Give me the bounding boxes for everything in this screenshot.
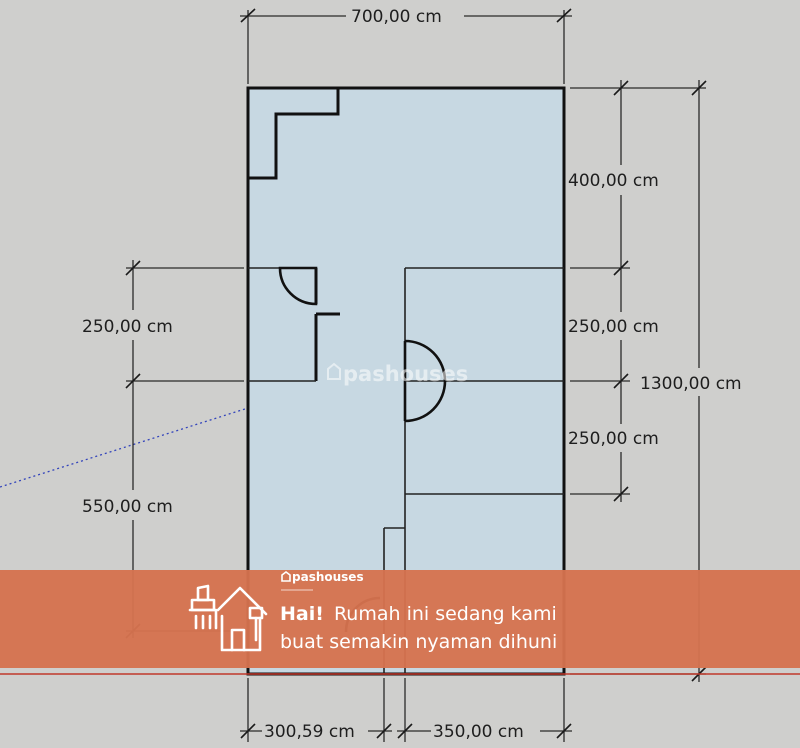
dim-left-upper: 250,00 cm bbox=[82, 317, 173, 337]
brand-house-icon bbox=[281, 571, 291, 582]
right-door bbox=[404, 339, 447, 423]
guide-line bbox=[0, 407, 249, 488]
dim-left-lower: 550,00 cm bbox=[82, 497, 173, 517]
dim-right-upper: 400,00 cm bbox=[568, 171, 659, 191]
watermark-house-icon bbox=[327, 362, 341, 380]
stair-corner bbox=[248, 88, 340, 180]
promo-banner: pashouses Hai! Rumah ini sedang kami bua… bbox=[0, 570, 800, 675]
watermark-text: pashouses bbox=[343, 362, 468, 386]
banner-line-2: buat semakin nyaman dihuni bbox=[280, 631, 557, 653]
dim-bottom-right: 350,00 cm bbox=[433, 722, 524, 742]
banner-brand: pashouses bbox=[281, 570, 364, 591]
dimension-top: 700,00 cm bbox=[240, 7, 572, 84]
banner-brand-text: pashouses bbox=[292, 570, 364, 584]
dimension-right-inner: 400,00 cm 250,00 cm 250,00 cm bbox=[568, 80, 659, 502]
dim-top-width: 700,00 cm bbox=[351, 7, 442, 27]
dimension-bottom: 300,59 cm 350,00 cm bbox=[240, 678, 572, 742]
left-door bbox=[278, 266, 318, 306]
banner-background bbox=[0, 570, 800, 668]
dim-right-mid-2: 250,00 cm bbox=[568, 429, 659, 449]
watermark-logo: pashouses bbox=[327, 362, 468, 386]
banner-line-1-container: Hai! Rumah ini sedang kami bbox=[280, 603, 557, 625]
banner-greeting: Hai! bbox=[280, 603, 324, 625]
banner-line-1: Rumah ini sedang kami bbox=[334, 603, 557, 625]
dim-bottom-left: 300,59 cm bbox=[264, 722, 355, 742]
house-renovation-icon bbox=[188, 584, 268, 652]
dim-right-mid-1: 250,00 cm bbox=[568, 317, 659, 337]
dim-right-total: 1300,00 cm bbox=[640, 374, 742, 394]
